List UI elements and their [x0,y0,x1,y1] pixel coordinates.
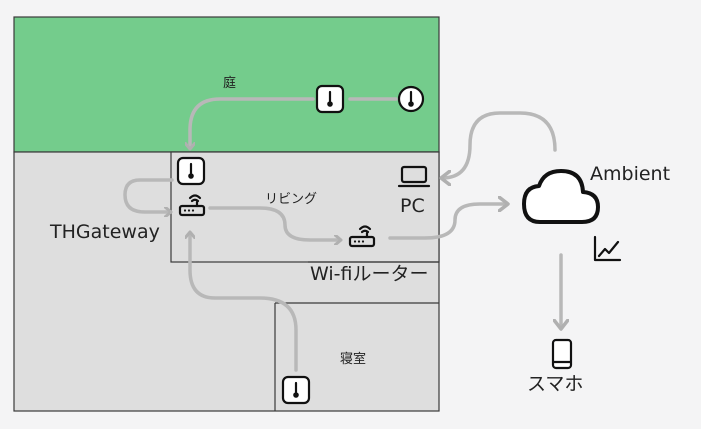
garden-area [13,16,440,153]
house-floorplan [13,16,440,412]
bedroom-label: 寝室 [340,351,366,367]
bedroom-sensor [281,375,311,405]
phone-label: スマホ [527,373,583,395]
gateway-label: THGateway [49,221,160,243]
router-to-cloud-arrow [388,204,507,240]
laptop-icon [397,165,431,188]
gateway-thermometer [176,156,206,186]
gateway-to-router-arrow [208,206,340,240]
connection-arrows [123,97,561,372]
line-chart-icon [593,235,622,262]
wifi-router-icon [178,194,206,217]
cloud-to-pc-arrow [442,111,557,178]
smartphone-icon [551,338,573,370]
garden-sensor-square [315,84,345,114]
garden-label: 庭 [223,75,236,91]
bedroom-to-gateway-arrow [190,233,298,372]
loop-arrow-left [123,178,174,212]
living-label: リビング [265,192,317,207]
pc-label: PC [400,195,425,217]
router-label: Wi-fiルーター [310,263,428,285]
garden-sensor-round [397,85,425,113]
wifi-router-icon [348,225,376,248]
cloud-icon [522,169,600,224]
garden-to-gateway-arrow [190,97,398,148]
cloud-label: Ambient [590,163,670,185]
